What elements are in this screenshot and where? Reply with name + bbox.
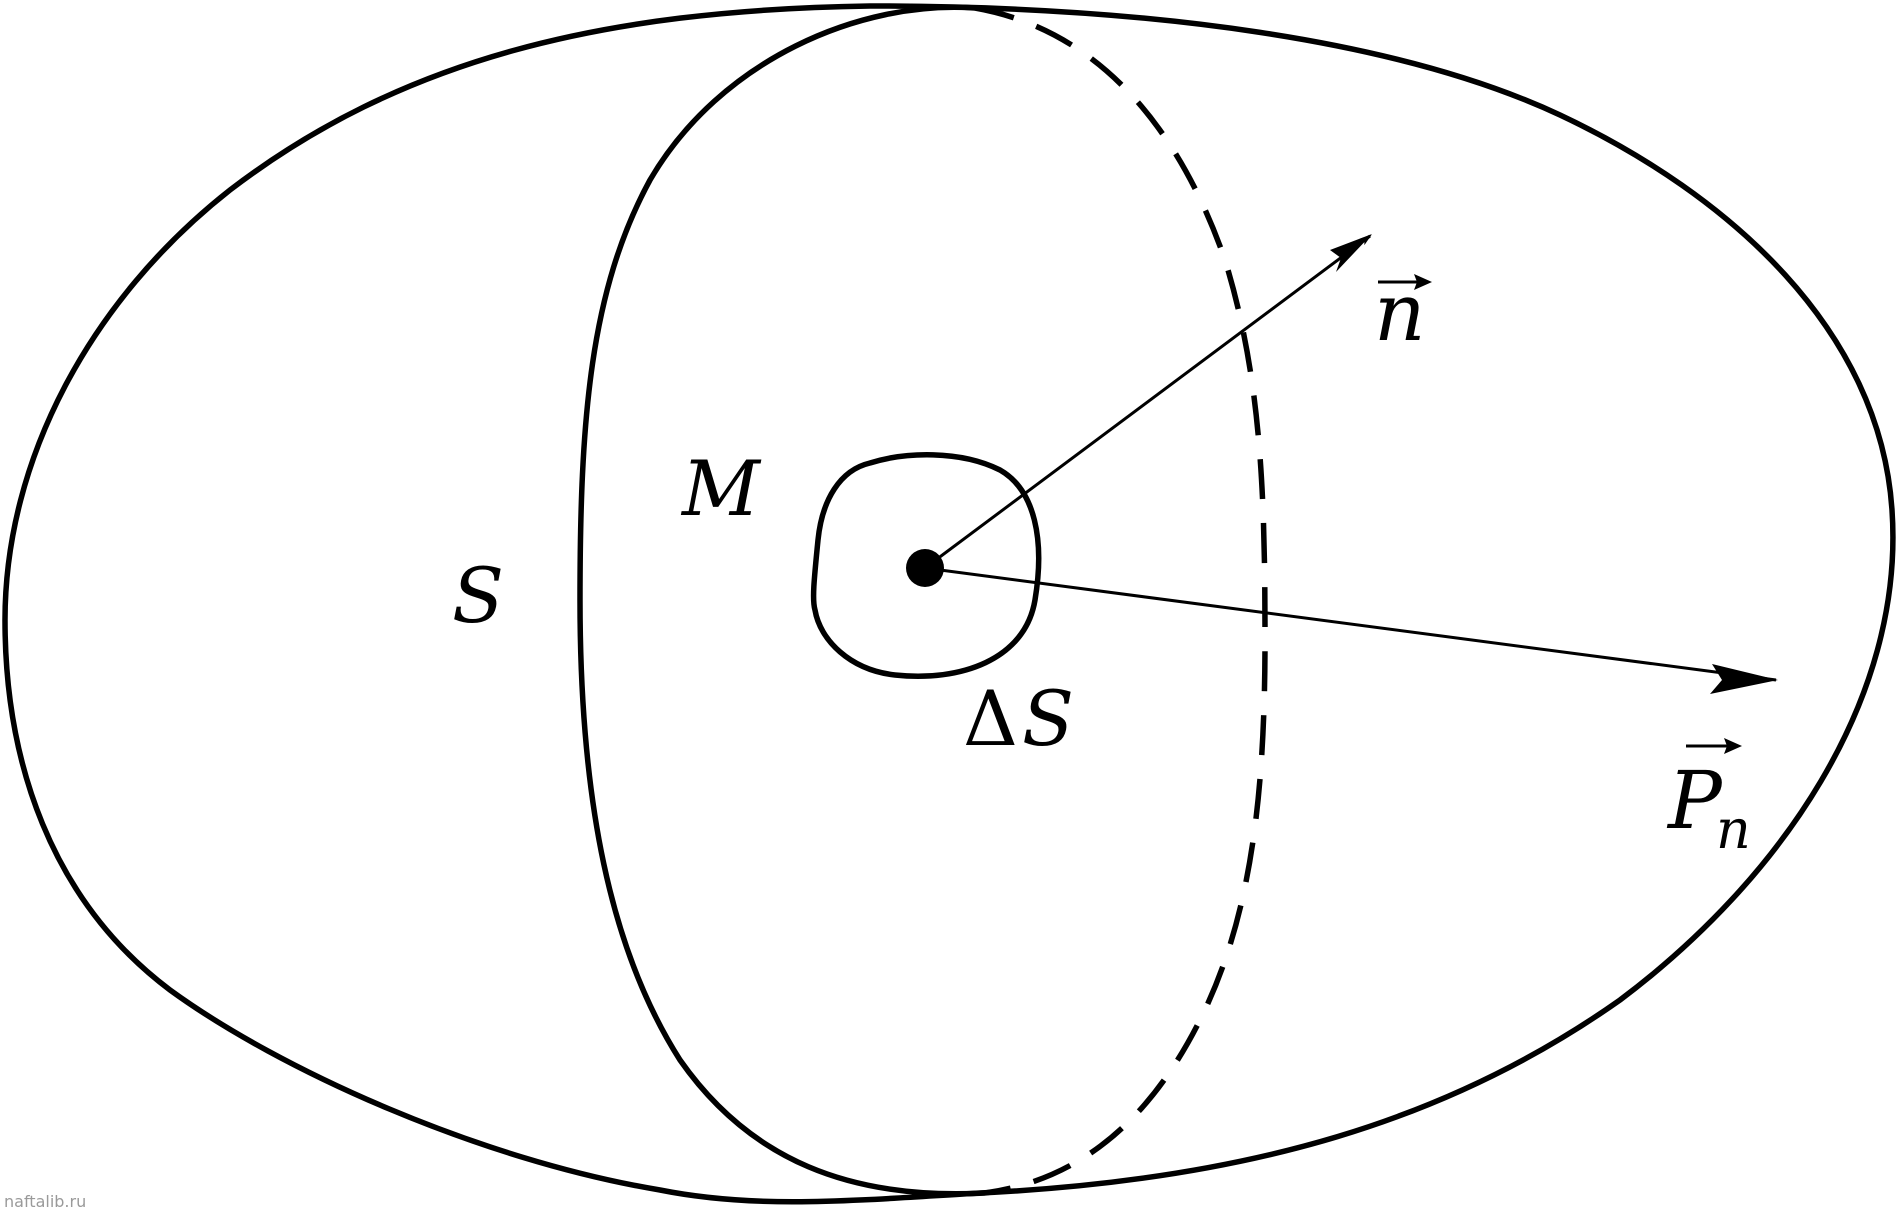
section-front-curve: [577, 4, 986, 1197]
point-m-label: M: [680, 444, 762, 533]
stress-vector-arrow[interactable]: [924, 566, 1777, 682]
surface-label: S: [452, 551, 504, 640]
normal-vector-label: n: [1374, 266, 1426, 359]
stress-label-overarrow-head: [1724, 738, 1742, 754]
body-outline: [2, 3, 1896, 1205]
stress-vector-label: P: [1666, 754, 1723, 847]
normal-vector-arrowhead: [1330, 234, 1372, 272]
area-delta-symbol: Δ: [963, 674, 1018, 763]
section-back-dashed-curve: [974, 5, 1268, 1196]
normal-vector-arrow[interactable]: [924, 234, 1372, 570]
point-m-dot[interactable]: [906, 549, 944, 587]
stress-vector-arrowhead: [1710, 664, 1778, 694]
normal-label-overarrow-head: [1414, 274, 1432, 290]
area-element-outline: [810, 452, 1042, 679]
stress-vector-subscript: n: [1716, 798, 1751, 861]
site-watermark: naftalib.ru: [4, 1192, 86, 1211]
area-s-symbol: S: [1022, 674, 1074, 763]
